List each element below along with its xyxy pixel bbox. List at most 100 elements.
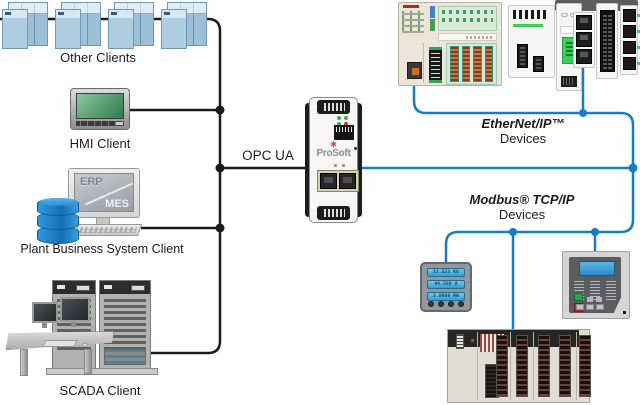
junction-dot bbox=[215, 223, 225, 233]
plc-schneider-cpu-icon bbox=[508, 5, 555, 78]
label-strip bbox=[438, 33, 497, 41]
desk-leg bbox=[20, 349, 28, 376]
ethernet-port-icon bbox=[339, 173, 356, 189]
ethernet-port-module-icon bbox=[573, 12, 595, 68]
brand-logo-stripe bbox=[403, 5, 419, 8]
io-connector-column bbox=[429, 47, 442, 83]
keyboard-icon bbox=[42, 340, 78, 347]
io-terminal-strip bbox=[579, 335, 591, 397]
ethernet-port-icon bbox=[623, 41, 640, 54]
junction-dot bbox=[215, 163, 225, 173]
ethernet-port-icon bbox=[623, 9, 640, 22]
relay-green-button bbox=[574, 293, 583, 301]
keyboard-icon bbox=[74, 224, 142, 236]
plc-compactlogix-icon bbox=[398, 2, 502, 86]
prosoft-logo-text: ProSoft bbox=[316, 148, 351, 159]
server-rack-icon bbox=[99, 280, 151, 370]
vent-slots bbox=[513, 10, 546, 19]
junction-dot bbox=[579, 109, 587, 117]
ethernet-port-icon bbox=[407, 62, 422, 79]
meter-display: 44.350 A bbox=[427, 280, 465, 289]
meter-display: 22.523 KV bbox=[427, 268, 465, 277]
modbus-bus-line bbox=[444, 168, 635, 263]
junction-dot bbox=[628, 163, 638, 173]
connector-grid bbox=[561, 76, 577, 87]
opc-ua-label: OPC UA bbox=[242, 148, 294, 163]
status-led-green bbox=[337, 116, 341, 120]
cpu-led-block bbox=[456, 334, 464, 349]
gateway-body: ✱ ProSoft bbox=[309, 97, 359, 223]
ethernet-port-icon bbox=[623, 57, 640, 70]
mouse-icon bbox=[82, 343, 88, 347]
rack-io-units bbox=[104, 349, 146, 365]
panel-meter-icon: 22.523 KV 44.350 A 3.0000 MW bbox=[420, 262, 472, 312]
ethernet-port-icon bbox=[576, 32, 592, 47]
client-cabinet-icon bbox=[161, 2, 207, 49]
junction-dot bbox=[509, 228, 517, 236]
hmi-chip bbox=[116, 122, 123, 125]
terminal-row bbox=[438, 6, 497, 31]
io-wiring-blocks bbox=[446, 43, 497, 85]
ethernet-port-icon bbox=[320, 173, 337, 189]
monitor-icon bbox=[32, 302, 58, 328]
other-clients-label: Other Clients bbox=[60, 50, 136, 65]
terminal-block bbox=[517, 44, 528, 68]
prosoft-star-icon: ✱ bbox=[330, 140, 337, 149]
client-cabinet-icon bbox=[108, 2, 154, 49]
ethernet-port-icon bbox=[576, 49, 592, 64]
plant-business-label: Plant Business System Client bbox=[20, 242, 184, 256]
modbus-title: Modbus® TCP/IP bbox=[469, 192, 575, 207]
mes-text: MES bbox=[105, 198, 129, 210]
reset-hole bbox=[354, 147, 357, 150]
client-cabinet-icon bbox=[2, 2, 48, 49]
monitor-icon bbox=[60, 297, 90, 327]
database-icon bbox=[37, 198, 79, 244]
modbus-subtitle: Devices bbox=[498, 206, 546, 222]
status-led-green bbox=[344, 116, 348, 120]
green-tab bbox=[430, 19, 435, 31]
dip-switch-block bbox=[334, 125, 354, 140]
ethernet-port-icon bbox=[623, 25, 640, 38]
gateway-rail bbox=[305, 103, 312, 217]
ethernet-port-icon bbox=[576, 15, 592, 30]
blue-tab bbox=[430, 6, 435, 18]
io-terminal-strip bbox=[496, 335, 508, 397]
hmi-client-label: HMI Client bbox=[69, 136, 131, 151]
ethernet-port-block bbox=[317, 170, 359, 192]
terminal-block bbox=[533, 56, 544, 72]
gateway-icon: ✱ ProSoft bbox=[305, 97, 362, 223]
ethernet-title: EtherNet/IP™ bbox=[481, 116, 565, 131]
erp-mes-screen: ERP MES bbox=[74, 173, 134, 212]
desk-leg bbox=[84, 349, 92, 374]
gateway-top-vents bbox=[317, 100, 350, 114]
io-terminal-strip bbox=[516, 335, 528, 397]
meter-display: 3.0000 MW bbox=[427, 292, 465, 301]
cpu-key-switch bbox=[470, 338, 475, 343]
relay-faceplate bbox=[569, 257, 621, 313]
rack-base bbox=[46, 368, 158, 375]
modbus-group-label: Modbus® TCP/IP Devices bbox=[448, 192, 596, 223]
scada-client-label: SCADA Client bbox=[59, 383, 141, 398]
opc-client-bus-line bbox=[0, 17, 222, 355]
port-leds bbox=[334, 164, 346, 167]
ethernet-switch-module-icon bbox=[620, 5, 640, 75]
plc-io-module-icon bbox=[596, 3, 618, 79]
status-led-red bbox=[344, 122, 348, 126]
gateway-bottom-vents bbox=[317, 206, 350, 220]
meter-buttons bbox=[422, 301, 470, 307]
junction-dot bbox=[215, 105, 225, 115]
erp-text: ERP bbox=[80, 176, 103, 188]
ethernet-group-label: EtherNet/IP™ Devices bbox=[453, 116, 593, 147]
terminal-block bbox=[600, 10, 615, 72]
ethernet-bus-line bbox=[412, 72, 635, 168]
junction-dot bbox=[591, 228, 599, 236]
relay-keypad bbox=[576, 304, 604, 310]
client-cabinet-icon bbox=[55, 2, 101, 49]
plc-rack-icon bbox=[447, 329, 591, 403]
io-terminal-strip bbox=[559, 335, 571, 397]
hmi-screen bbox=[76, 93, 124, 119]
protection-relay-icon bbox=[562, 251, 630, 319]
status-led-green bbox=[337, 122, 341, 126]
